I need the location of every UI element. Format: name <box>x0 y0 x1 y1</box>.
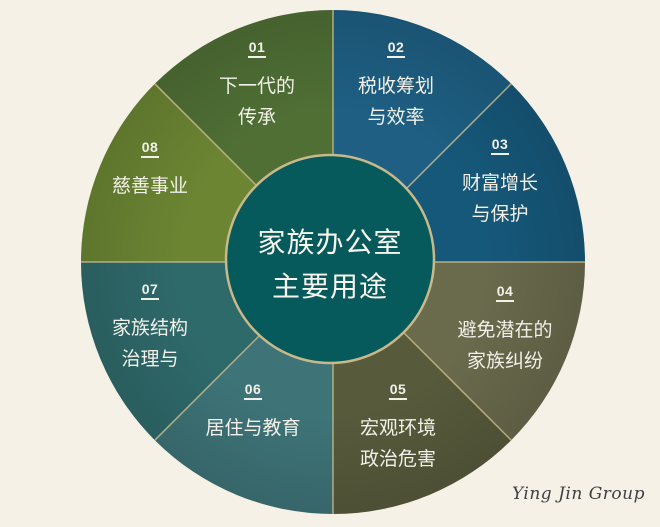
segment-text-line: 居住与教育 <box>205 417 300 439</box>
segment-number: 06 <box>245 381 262 397</box>
segment-number: 04 <box>497 283 514 299</box>
segment-text-line: 慈善事业 <box>112 175 188 197</box>
segment-number: 07 <box>142 281 159 297</box>
segment-text-line: 税收筹划 <box>358 75 434 97</box>
number-underline <box>248 56 266 58</box>
number-underline <box>244 398 262 400</box>
segment-number: 01 <box>249 39 266 55</box>
segment-text-line: 治理与 <box>121 348 178 370</box>
number-underline <box>496 300 514 302</box>
center-hub: 家族办公室 主要用途 <box>224 153 436 365</box>
watermark-ying-jin-group: Ying Jin Group <box>512 484 645 504</box>
center-circle <box>224 153 436 365</box>
segment-text-line: 传承 <box>238 106 276 128</box>
segment-text-line: 政治危害 <box>360 448 436 470</box>
segment-text-line: 与效率 <box>367 106 424 128</box>
segment-text-line: 下一代的 <box>219 75 295 97</box>
segment-text-line: 与保护 <box>471 203 528 225</box>
number-underline <box>141 298 159 300</box>
segment-text-line: 避免潜在的 <box>457 319 552 341</box>
number-underline <box>387 56 405 58</box>
segment-text-line: 家族纠纷 <box>467 350 543 372</box>
segment-text-line: 家族结构 <box>112 317 188 339</box>
center-title-line-2: 主要用途 <box>272 270 388 303</box>
segment-number: 08 <box>142 139 159 155</box>
number-underline <box>491 153 509 155</box>
segment-number: 02 <box>388 39 405 55</box>
segment-text-line: 宏观环境 <box>360 417 436 439</box>
segment-text-line: 财富增长 <box>462 172 538 194</box>
number-underline <box>389 398 407 400</box>
center-title-line-1: 家族办公室 <box>257 226 402 259</box>
segment-label-06: 06 居住与教育 <box>205 381 300 439</box>
segment-number: 05 <box>390 381 407 397</box>
segment-label-08: 08 慈善事业 <box>112 139 188 197</box>
number-underline <box>141 156 159 158</box>
segment-number: 03 <box>492 136 509 152</box>
